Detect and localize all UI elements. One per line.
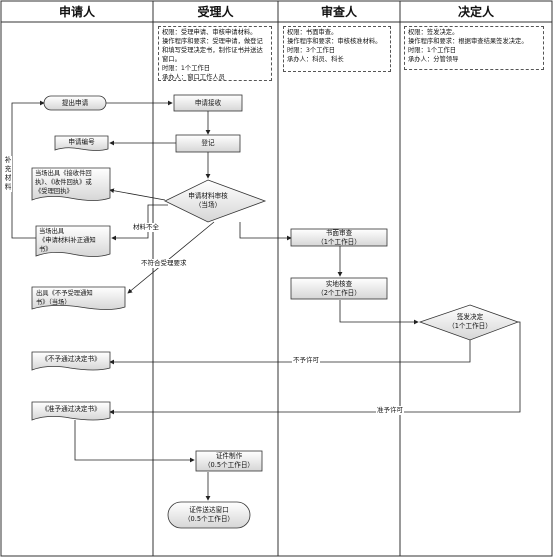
- node-deliver: 证件送达窗口 （0.5个工作日）: [168, 502, 250, 528]
- node-receipt-line: 当场出具《接收件回: [35, 170, 92, 177]
- note-acceptor-line: 操作程序和要求：受理申请，做登记和填写受理决定书，制作证书并送达窗口。: [162, 38, 263, 63]
- edge-decision-notapproved: [109, 340, 471, 365]
- note-acceptor: 权限：受理申请、审核申请材料。 操作程序和要求：受理申请，做登记和填写受理决定书…: [158, 26, 272, 81]
- label-not-meet: 不符合受理要求: [140, 259, 188, 268]
- node-reject-line: 出具《不予受理通知: [36, 290, 93, 297]
- node-submit: 提出申请: [44, 96, 106, 110]
- lane-title-applicant: 申请人: [58, 5, 95, 19]
- node-approved-shape: [31, 401, 111, 421]
- node-deliver-line2: （0.5个工作日）: [183, 515, 235, 523]
- note-acceptor-line: 权限：受理申请、审核申请材料。: [162, 29, 257, 36]
- edge-approved-make: [74, 420, 195, 463]
- node-notapproved-label: 《不予通过决定书》: [41, 355, 101, 363]
- node-decision-line2: （1个工作日）: [448, 322, 492, 330]
- lane-title-reviewer: 审查人: [320, 5, 357, 19]
- note-decider: 权限：签发决定。 操作程序和要求：根据审查结果签发决定。 时限：1个工作日 承办…: [404, 26, 544, 70]
- note-reviewer: 权限：书面审查。 操作程序和要求：审核核准材料。 时限：3个工作日 承办人：科员…: [283, 26, 391, 72]
- node-review: 申请材料审核 （当场）: [170, 190, 246, 212]
- note-reviewer-line: 时限：3个工作日: [287, 47, 336, 54]
- node-receive: 申请接收: [174, 95, 242, 111]
- node-reject: 出具《不予受理通知 书》（当场）: [36, 289, 126, 307]
- label-permit: 准予许可: [376, 406, 404, 415]
- node-supplement-line: 当场出具: [39, 228, 65, 235]
- label-supplement: 补充材料: [4, 156, 12, 192]
- note-decider-line: 承办人：分管领导: [408, 56, 459, 63]
- note-acceptor-line: 时限：1个工作日: [162, 65, 211, 72]
- node-written-shape: [290, 228, 388, 247]
- node-field-shape: [290, 277, 388, 300]
- node-register: 登记: [176, 135, 240, 152]
- node-receipt-line: 《受理回执》: [35, 188, 73, 195]
- node-written-line1: 书面审查: [325, 228, 353, 237]
- node-supplement-line: 《申请材料补正通知: [39, 237, 96, 244]
- note-decider-line: 操作程序和要求：根据审查结果签发决定。: [408, 38, 528, 45]
- node-register-label: 登记: [201, 139, 215, 147]
- node-supplement-shape: [35, 225, 111, 257]
- node-receipt: 当场出具《接收件回 执》、《收件回执》或 《受理回执》: [35, 169, 111, 196]
- note-decider-line: 时限：1个工作日: [408, 47, 457, 54]
- node-number-shape: [54, 135, 109, 151]
- node-receive-shape: [173, 94, 243, 112]
- node-receipt-line: 执》、《收件回执》或: [35, 179, 92, 186]
- node-number-label: 申请编号: [68, 138, 95, 146]
- node-approved-label: 《准予通过决定书》: [41, 405, 101, 413]
- node-make-line1: 证件制作: [215, 452, 243, 460]
- node-receipt-shape: [31, 167, 111, 201]
- node-field-line1: 实地核查: [325, 279, 353, 288]
- node-reject-line: 书》（当场）: [36, 299, 71, 306]
- node-make-line2: （0.5个工作日）: [203, 461, 255, 469]
- note-reviewer-line: 承办人：科员、科长: [287, 56, 344, 63]
- note-reviewer-line: 操作程序和要求：审核核准材料。: [287, 38, 382, 45]
- node-notapproved-shape: [31, 351, 111, 371]
- node-make: 证件制作 （0.5个工作日）: [196, 451, 262, 471]
- node-written-line2: （1个工作日）: [317, 237, 361, 246]
- node-review-line2: （当场）: [194, 201, 222, 209]
- node-submit-label: 提出申请: [61, 98, 89, 107]
- lane-title-acceptor: 受理人: [197, 5, 234, 19]
- edge-field-decision: [339, 300, 419, 325]
- node-reject-shape: [31, 286, 126, 310]
- note-decider-line: 权限：签发决定。: [408, 29, 459, 36]
- node-decision-line1: 签发决定: [456, 313, 484, 321]
- lane-title-decider: 决定人: [457, 5, 494, 19]
- node-receive-label: 申请接收: [194, 98, 222, 107]
- node-deliver-shape: [167, 501, 251, 529]
- node-make-shape: [195, 450, 263, 472]
- node-deliver-line1: 证件送达窗口: [189, 506, 229, 514]
- node-notapproved: 《不予通过决定书》: [32, 352, 110, 367]
- note-acceptor-line: 承办人：窗口工作人员: [162, 74, 225, 81]
- node-supplement-line: 书》: [39, 246, 52, 253]
- node-register-shape: [175, 134, 241, 153]
- node-field: 实地核查 （2个工作日）: [291, 278, 387, 299]
- node-field-line2: （2个工作日）: [317, 288, 361, 297]
- node-review-line1: 申请材料审核: [188, 192, 228, 200]
- node-decision-shape: [418, 304, 520, 341]
- note-reviewer-line: 权限：书面审查。: [287, 29, 338, 36]
- node-written: 书面审查 （1个工作日）: [291, 229, 387, 246]
- node-submit-shape: [43, 95, 107, 111]
- node-review-shape: [164, 179, 267, 223]
- node-supplement: 当场出具 《申请材料补正通知 书》: [39, 227, 111, 254]
- edge-supplement-loop: [11, 100, 45, 239]
- label-not-permit: 不予许可: [292, 356, 320, 365]
- label-incomplete: 材料不全: [132, 223, 160, 232]
- edge-review-written: [239, 222, 292, 241]
- edge-review-supplement: [111, 204, 168, 241]
- edge-review-receipt: [109, 188, 166, 201]
- edge-review-reject: [127, 221, 215, 294]
- node-decision: 签发决定 （1个工作日）: [430, 312, 510, 332]
- node-number: 申请编号: [55, 136, 108, 149]
- node-approved: 《准予通过决定书》: [32, 402, 110, 417]
